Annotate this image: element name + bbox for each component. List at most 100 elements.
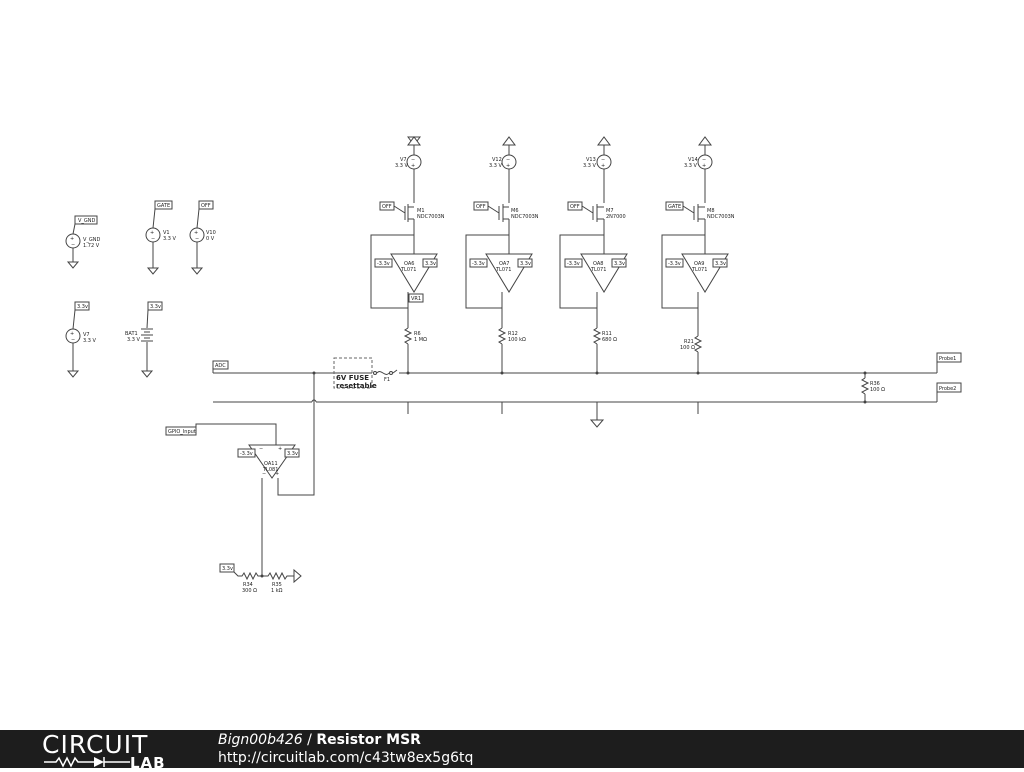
opamp-name: OA11 xyxy=(264,461,278,467)
svg-text:+: + xyxy=(702,163,706,169)
source-name: V7 xyxy=(83,332,90,338)
resistor-value: 100 Ω xyxy=(680,345,695,351)
footer-bar: CIRCUIT LAB Bign00b426 / Resistor MSR ht… xyxy=(0,730,1024,772)
resistor-name: R6 xyxy=(414,331,421,337)
net-tag: -3.3v xyxy=(240,451,253,457)
svg-text:−: − xyxy=(506,157,510,163)
source-value: 3.3 V xyxy=(684,163,698,169)
resistor-name: R21 xyxy=(684,339,694,345)
supply-v7: 3.3v +− V7 3.3 V xyxy=(65,301,97,378)
opamp-oa11 xyxy=(248,444,296,479)
author-link[interactable]: Bign00b426 xyxy=(218,732,303,748)
svg-text:−: − xyxy=(151,236,155,242)
supply-arrow xyxy=(502,136,516,146)
fet-name: M6 xyxy=(511,208,519,214)
svg-text:−: − xyxy=(71,242,75,248)
source-name: V7 xyxy=(400,157,407,163)
title-separator: / xyxy=(302,732,317,748)
net-tag-adc: ADC xyxy=(215,363,226,369)
fuse-note: 6V FUSE xyxy=(336,374,369,382)
source-value: 3.3 V xyxy=(395,163,409,169)
fet-part: NDC7003N xyxy=(707,214,735,220)
channel-3: −+ V13 3.3 V OFF M7 2N7000 -3.3v 3.3v OA… xyxy=(559,136,628,428)
fet-name: M7 xyxy=(606,208,614,214)
resistor-value: 300 Ω xyxy=(242,588,257,594)
resistor xyxy=(693,335,703,353)
source-value: 0 V xyxy=(206,236,215,242)
opamp-part: TL071 xyxy=(495,267,511,273)
net-tag: -3.3v xyxy=(472,261,485,267)
source-name: V12 xyxy=(492,157,502,163)
source-value: 3.3 V xyxy=(127,337,141,343)
resistor-name: R11 xyxy=(602,331,612,337)
fet-part: NDC7003N xyxy=(417,214,445,220)
net-tag: 3.3v xyxy=(715,261,726,267)
supply-arrow xyxy=(597,136,611,146)
net-tag: OFF xyxy=(476,204,486,210)
ground-symbol xyxy=(140,370,154,378)
source-name: V_GND xyxy=(83,237,101,243)
fuse-name: F1 xyxy=(384,377,390,383)
resistor-name: R35 xyxy=(272,582,282,588)
ground-symbol xyxy=(190,267,204,275)
bus-wires: ADC xyxy=(212,360,937,403)
channel-1: −+ V7 3.3 V OFF M1 NDC7003N -3.3v 3.3v O… xyxy=(370,136,445,414)
supply-v-gnd: V_GND +− V_GND 1.72 V xyxy=(65,215,101,269)
opamp-part: TL081 xyxy=(262,467,278,473)
net-tag: 3.3v xyxy=(150,304,161,310)
svg-text:−: − xyxy=(411,157,415,163)
resistor xyxy=(497,327,507,345)
logo-resistor-diode-icon xyxy=(44,756,130,768)
net-tag: 3.3v xyxy=(520,261,531,267)
fuse-f1: 6V FUSE resettable F1 xyxy=(333,357,398,390)
fet-part: 2N7000 xyxy=(606,214,626,220)
svg-text:+: + xyxy=(506,163,510,169)
opamp-name: OA9 xyxy=(694,261,704,267)
net-tag: -3.3v xyxy=(668,261,681,267)
probe2-tag: Probe2 xyxy=(939,386,956,392)
svg-text:+: + xyxy=(278,446,282,452)
resistor-value: 680 Ω xyxy=(602,337,617,343)
circuitlab-logo[interactable]: CIRCUIT LAB xyxy=(42,730,182,772)
probe1-tag: Probe1 xyxy=(939,356,956,362)
logo-text: LAB xyxy=(130,754,166,772)
svg-text:−: − xyxy=(262,471,266,477)
resistor-value: 100 kΩ xyxy=(508,337,526,343)
schematic-canvas[interactable]: V_GND +− V_GND 1.72 V GATE +− V1 3.3 V O… xyxy=(0,0,1024,730)
ground-symbol xyxy=(589,419,605,428)
svg-text:+: + xyxy=(601,163,605,169)
svg-text:+: + xyxy=(70,236,74,242)
svg-text:+: + xyxy=(275,471,279,477)
opamp-name: OA7 xyxy=(499,261,509,267)
net-tag: 3.3v xyxy=(425,261,436,267)
battery-bat1: 3.3v BAT1 3.3 V xyxy=(125,301,163,378)
circuit-meta: Bign00b426 / Resistor MSR http://circuit… xyxy=(218,731,473,767)
logo-text: CIRCUIT xyxy=(42,730,149,759)
source-value: 3.3 V xyxy=(163,236,177,242)
resistor-value: 1 kΩ xyxy=(271,588,283,594)
net-tag: OFF xyxy=(201,203,211,209)
source-value: 3.3 V xyxy=(583,163,597,169)
svg-text:−: − xyxy=(71,337,75,343)
net-tag: OFF xyxy=(570,204,580,210)
opamp-name: OA8 xyxy=(593,261,603,267)
resistor-r36: R36 100 Ω xyxy=(860,371,885,404)
circuit-url[interactable]: http://circuitlab.com/c43tw8ex5g6tq xyxy=(218,750,474,766)
ground-symbol xyxy=(146,267,160,275)
source-name: V1 xyxy=(163,230,170,236)
ground-symbol xyxy=(66,261,80,269)
resistor xyxy=(403,327,413,345)
svg-text:+: + xyxy=(194,230,198,236)
net-tag: GATE xyxy=(157,203,170,209)
net-tag: 3.3v xyxy=(222,566,233,572)
net-tag: 3.3v xyxy=(77,304,88,310)
fet-part: NDC7003N xyxy=(511,214,539,220)
supply-v1: GATE +− V1 3.3 V xyxy=(145,200,177,275)
supply-arrow xyxy=(698,136,712,146)
supply-v10: OFF +− V10 0 V xyxy=(189,200,216,275)
source-name: V14 xyxy=(688,157,698,163)
source-name: V13 xyxy=(586,157,596,163)
svg-text:−: − xyxy=(601,157,605,163)
fet-name: M1 xyxy=(417,208,425,214)
net-tag: V_GND xyxy=(78,218,96,224)
